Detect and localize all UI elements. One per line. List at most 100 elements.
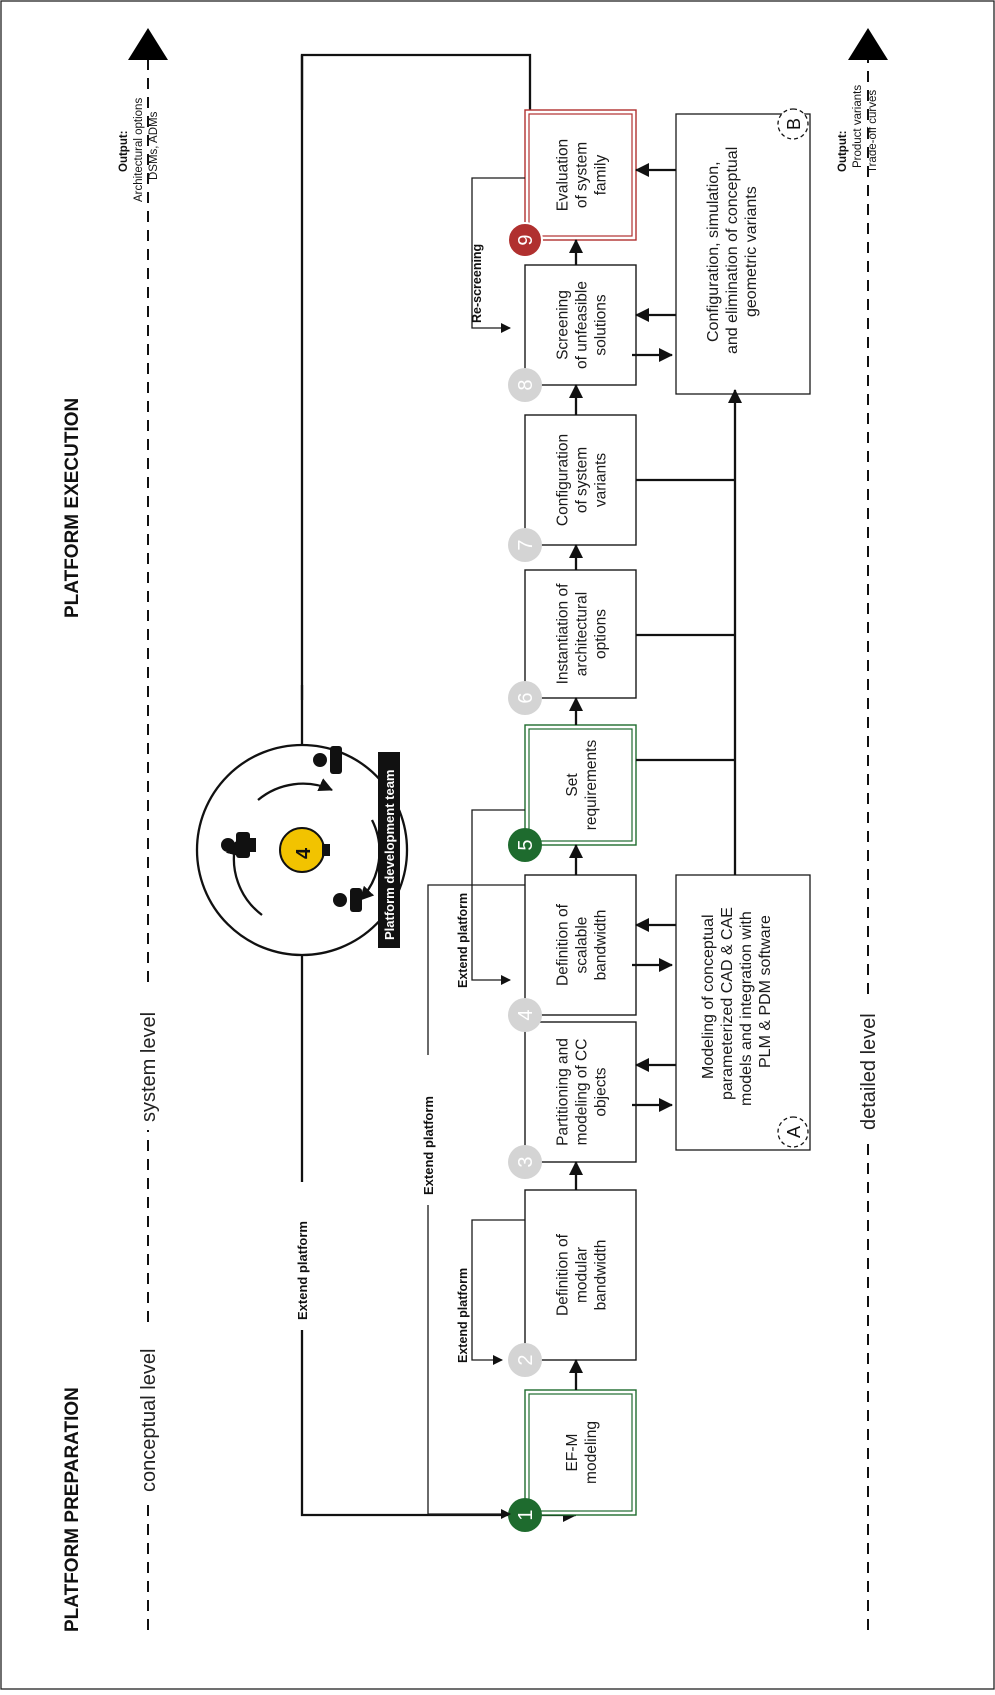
step-6-number-badge bbox=[508, 681, 542, 715]
tool-a-line-1: parameterized CAD & CAE bbox=[719, 907, 736, 1100]
step-8-label-line: Screening bbox=[555, 290, 572, 360]
step-9-inner-border bbox=[528, 113, 633, 237]
extend-platform-loops: Extend platform Extend platform Extend p… bbox=[300, 55, 525, 1519]
output-top-line2: DSMs, ADMs bbox=[148, 111, 160, 180]
step-1-label-line: modeling bbox=[583, 1421, 600, 1484]
step-7-label-line: of system bbox=[574, 447, 591, 513]
step-5-number-badge bbox=[508, 828, 542, 862]
re-screening-label: Re-screening bbox=[470, 244, 484, 323]
step-9-label-line: family bbox=[593, 155, 610, 196]
tool-a-line-2: models and integration with bbox=[738, 911, 755, 1106]
platform-team-label: Platform development team bbox=[382, 770, 397, 941]
step-8-number: 8 bbox=[515, 379, 537, 390]
system-level-label: system level bbox=[138, 1012, 160, 1122]
step-3-label-line: objects bbox=[593, 1067, 610, 1116]
step-1-label-line: EF-M bbox=[564, 1434, 581, 1472]
step-4-label-line: scalable bbox=[574, 917, 591, 974]
conceptual-level-label: conceptual level bbox=[138, 1349, 160, 1492]
output-top-line1: Architectural options bbox=[133, 98, 145, 202]
step-5-label-line: requirements bbox=[583, 740, 600, 831]
step-2-label-line: Definition of bbox=[555, 1233, 572, 1316]
step-4-number: 4 bbox=[515, 1009, 537, 1020]
tool-a-line-0: Modeling of conceptual bbox=[700, 914, 717, 1079]
step-2-number: 2 bbox=[515, 1354, 537, 1365]
team-member-icon-2 bbox=[313, 746, 342, 774]
tool-b: B Configuration, simulation, and elimina… bbox=[675, 108, 811, 395]
level-axis-bottom: detailed level Output: Product variants … bbox=[837, 28, 888, 1630]
step-9-label-line: of system bbox=[574, 142, 591, 208]
step-3-number: 3 bbox=[515, 1156, 537, 1167]
step-9-label-line: Evaluation bbox=[555, 139, 572, 211]
svg-text:4: 4 bbox=[293, 847, 315, 859]
step-5-label-line: Set bbox=[564, 773, 581, 797]
step-1-number: 1 bbox=[515, 1509, 537, 1520]
output-bottom-line1: Product variants bbox=[852, 85, 864, 168]
detailed-level-label: detailed level bbox=[858, 1013, 880, 1130]
step-2-label-line: bandwidth bbox=[593, 1240, 610, 1311]
tool-links bbox=[632, 163, 742, 1112]
output-top-title: Output: bbox=[118, 130, 130, 172]
step-6-number: 6 bbox=[515, 692, 537, 703]
tool-b-line-0: Configuration, simulation, bbox=[705, 161, 722, 342]
output-bottom-title: Output: bbox=[837, 130, 849, 172]
step-1-box bbox=[524, 1389, 637, 1516]
extend-platform-label-2: Extend platform bbox=[456, 1268, 470, 1363]
step-7-label-line: variants bbox=[593, 453, 610, 508]
step-2-label-line: modular bbox=[574, 1247, 591, 1303]
extend-platform-label-4: Extend platform bbox=[456, 893, 470, 988]
step-6-label-line: Instantiation of bbox=[555, 583, 572, 685]
step-4-label-line: bandwidth bbox=[593, 910, 610, 981]
step-5-inner-border bbox=[528, 728, 633, 842]
platform-execution-title: PLATFORM EXECUTION bbox=[62, 398, 83, 618]
step-1-number-badge bbox=[508, 1498, 542, 1532]
tool-a-letter: A bbox=[784, 1126, 804, 1138]
step-9-number: 9 bbox=[515, 234, 537, 245]
level-arrow-bottom bbox=[848, 28, 888, 60]
step-7-number: 7 bbox=[515, 539, 537, 550]
level-axis-top: conceptual level system level Output: Ar… bbox=[118, 28, 168, 1630]
step-3-label-line: Partitioning and bbox=[555, 1038, 572, 1146]
team-member-icon-1 bbox=[221, 832, 256, 858]
team-member-icon-3 bbox=[333, 888, 362, 912]
tool-a-line-3: PLM & PDM software bbox=[757, 915, 774, 1068]
step-8-number-badge bbox=[508, 368, 542, 402]
step-9-number-badge bbox=[507, 222, 543, 258]
step-7-number-badge bbox=[508, 528, 542, 562]
step-8-label-line: solutions bbox=[593, 294, 610, 355]
platform-preparation-title: PLATFORM PREPARATION bbox=[62, 1387, 83, 1632]
output-bottom-line2: Trade-off curves bbox=[867, 90, 879, 173]
step-4-box bbox=[524, 874, 637, 1016]
step-3-number-badge bbox=[508, 1145, 542, 1179]
level-arrow-top bbox=[128, 28, 168, 60]
extend-platform-label-main: Extend platform bbox=[295, 1221, 310, 1320]
step-4-label-line: Definition of bbox=[555, 903, 572, 986]
step-1-inner-border bbox=[528, 1393, 633, 1512]
tool-b-letter: B bbox=[784, 118, 804, 130]
step-6-label-line: architectural bbox=[574, 592, 591, 676]
tool-b-line-1: and elimination of conceptual bbox=[724, 147, 741, 354]
step-8-label-line: of unfeasible bbox=[574, 281, 591, 369]
step-6-label-line: options bbox=[593, 609, 610, 659]
step-5-number: 5 bbox=[515, 839, 537, 850]
extend-platform-label-3: Extend platform bbox=[421, 1096, 436, 1195]
tool-b-line-2: geometric variants bbox=[743, 186, 760, 317]
platform-development-team: Platform development team 4 bbox=[195, 743, 409, 957]
step-3-label-line: modeling of CC bbox=[574, 1039, 591, 1146]
step-4-number-badge bbox=[508, 998, 542, 1032]
step-2-number-badge bbox=[508, 1343, 542, 1377]
tool-a: A Modeling of conceptual parameterized C… bbox=[675, 874, 811, 1151]
step-7-label-line: Configuration bbox=[555, 434, 572, 526]
